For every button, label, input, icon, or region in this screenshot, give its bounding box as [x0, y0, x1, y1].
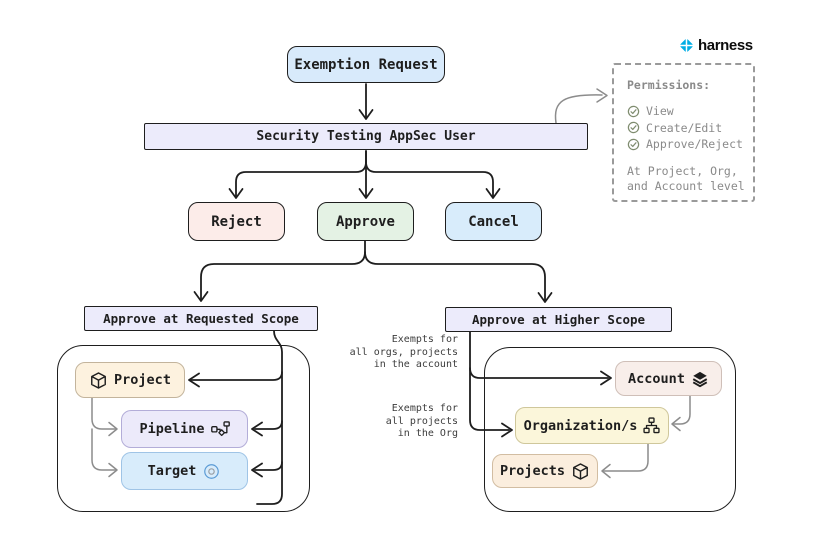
node-label: Reject — [211, 213, 262, 230]
check-circle-icon — [627, 122, 640, 134]
note-exempts-org: Exempts for all projects in the Org — [385, 403, 458, 439]
permission-item-label: Create/Edit — [646, 120, 723, 135]
permission-item-approve-reject: Approve/Reject — [627, 136, 753, 153]
node-label: Projects — [499, 463, 566, 479]
harness-logo: harness — [678, 37, 753, 54]
node-label: Exemption Request — [294, 56, 438, 73]
node-appsec-user: Security Testing AppSec User — [144, 123, 588, 150]
node-label: Approve — [335, 213, 395, 230]
node-reject: Reject — [188, 202, 285, 241]
org-chart-icon — [643, 417, 661, 434]
permissions-title: Permissions: — [627, 78, 711, 92]
edge-user-to-reject — [235, 150, 367, 197]
node-pipeline: Pipeline — [121, 410, 248, 448]
node-label: Cancel — [468, 213, 519, 230]
harness-logo-icon — [678, 37, 695, 54]
cube-icon — [91, 371, 106, 389]
pipeline-icon — [210, 420, 230, 436]
node-cancel: Cancel — [445, 202, 542, 241]
node-label: Project — [114, 372, 171, 388]
permission-item-view: View — [627, 103, 753, 120]
node-label: Approve at Higher Scope — [471, 312, 646, 327]
edge-user-to-permissions — [554, 94, 603, 124]
node-account: Account — [615, 361, 722, 396]
node-projects: Projects — [492, 454, 598, 488]
permission-item-label: View — [646, 104, 674, 118]
node-label: Target — [147, 463, 197, 479]
node-project: Project — [75, 362, 185, 398]
layers-icon — [692, 371, 708, 387]
permissions-scope-note: At Project, Org, and Account level — [627, 163, 745, 193]
note-exempts-account: Exempts for all orgs, projects in the ac… — [349, 334, 458, 370]
edge-approve-to-requested — [200, 240, 366, 300]
node-label: Pipeline — [139, 421, 205, 437]
node-label: Security Testing AppSec User — [256, 129, 476, 144]
permissions-panel: Permissions: View Create/Edit Approve/Re… — [612, 63, 755, 202]
node-exemption-request: Exemption Request — [287, 46, 445, 83]
edge-user-to-cancel — [365, 161, 494, 197]
node-label: Approve at Requested Scope — [103, 311, 299, 326]
node-organizations: Organization/s — [515, 407, 669, 444]
target-icon — [204, 463, 220, 479]
edge-approve-to-higher — [364, 251, 546, 301]
permission-item-label: Approve/Reject — [646, 137, 743, 151]
permission-item-create-edit: Create/Edit — [627, 120, 753, 137]
node-approve-requested-scope: Approve at Requested Scope — [84, 306, 318, 331]
harness-logo-text: harness — [698, 37, 753, 54]
check-circle-icon — [627, 138, 640, 150]
node-label: Organization/s — [523, 417, 638, 434]
node-approve: Approve — [317, 202, 414, 241]
node-target: Target — [121, 452, 248, 490]
check-circle-icon — [627, 105, 640, 117]
node-approve-higher-scope: Approve at Higher Scope — [445, 307, 672, 332]
cube-icon — [573, 462, 588, 480]
node-label: Account — [628, 370, 685, 387]
